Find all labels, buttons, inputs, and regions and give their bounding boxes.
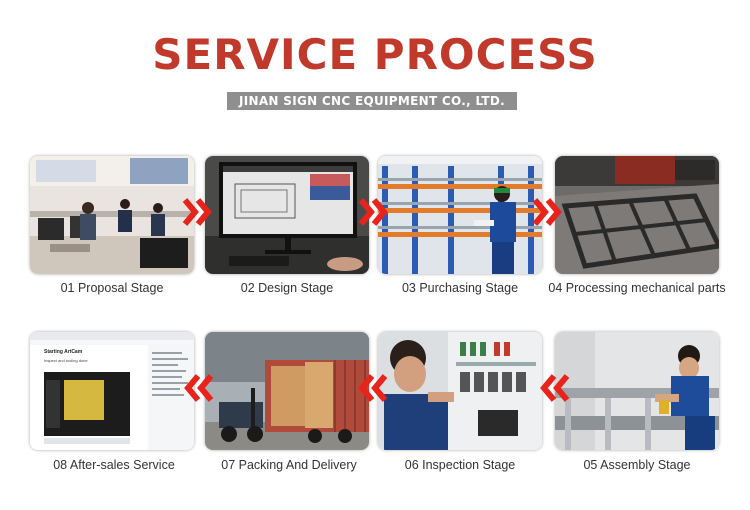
step-02-image bbox=[205, 156, 369, 274]
chevron-right-icon bbox=[530, 195, 564, 229]
step-03-image bbox=[378, 156, 542, 274]
screen-heading: Starting ArtCam bbox=[44, 349, 83, 355]
chevron-left-icon bbox=[356, 371, 390, 405]
step-01-label: 01 Proposal Stage bbox=[60, 281, 164, 295]
chevron-right-icon bbox=[356, 195, 390, 229]
step-04-label: 04 Processing mechanical parts bbox=[548, 281, 726, 295]
step-08-image: Starting ArtCam Inspect and tooling done bbox=[30, 332, 194, 450]
chevron-left-icon bbox=[538, 371, 572, 405]
chevron-left-icon bbox=[182, 371, 216, 405]
step-05-label: 05 Assembly Stage bbox=[583, 458, 691, 472]
step-07-label: 07 Packing And Delivery bbox=[221, 458, 357, 472]
chevron-right-icon bbox=[180, 195, 214, 229]
step-04-image bbox=[555, 156, 719, 274]
step-01-image bbox=[30, 156, 194, 274]
step-02-label: 02 Design Stage bbox=[240, 281, 334, 295]
step-08-label: 08 After-sales Service bbox=[53, 458, 175, 472]
step-05-image bbox=[555, 332, 719, 450]
step-03-label: 03 Purchasing Stage bbox=[401, 281, 519, 295]
screen-subheading: Inspect and tooling done bbox=[44, 358, 88, 363]
step-06-label: 06 Inspection Stage bbox=[404, 458, 516, 472]
step-07-image bbox=[205, 332, 369, 450]
company-name: JINAN SIGN CNC EQUIPMENT CO., LTD. bbox=[227, 92, 517, 110]
step-06-image bbox=[378, 332, 542, 450]
page-title: SERVICE PROCESS bbox=[152, 30, 598, 79]
